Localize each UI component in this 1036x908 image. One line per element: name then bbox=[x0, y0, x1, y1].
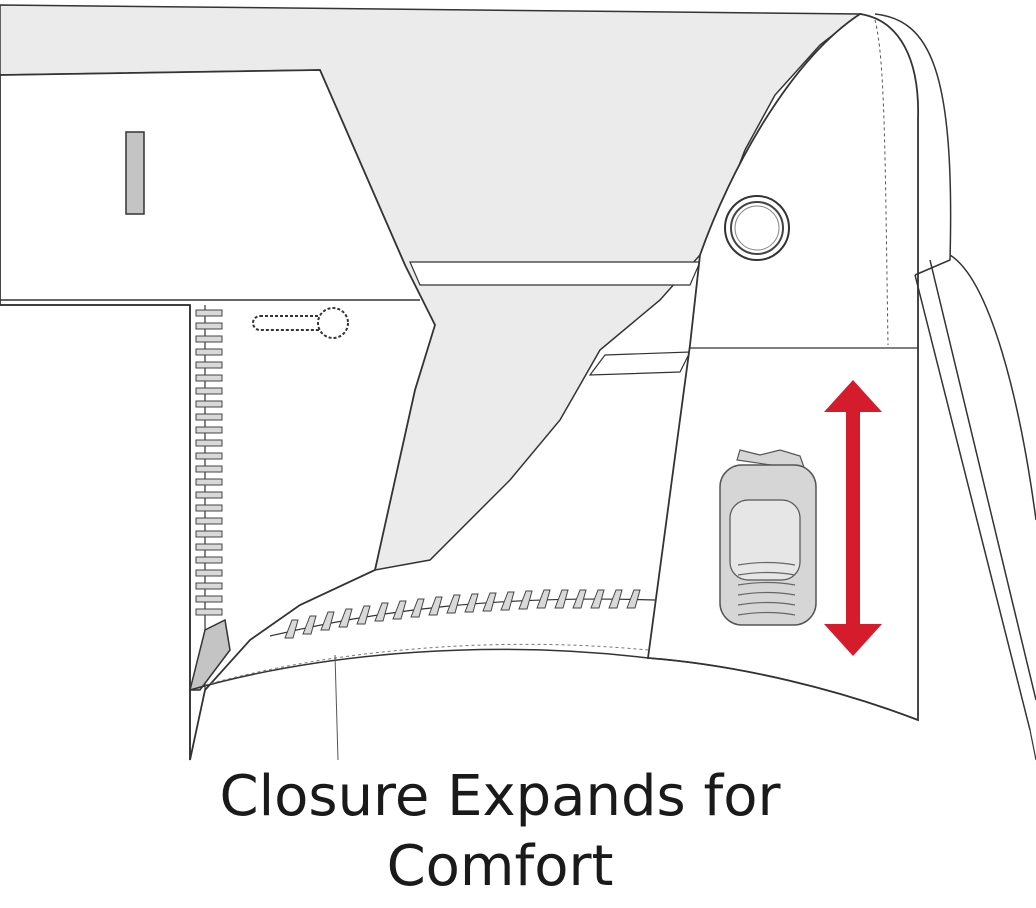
right-seam bbox=[1029, 729, 1036, 761]
center-seam bbox=[334, 654, 339, 761]
back-waistband-outline bbox=[949, 254, 1036, 521]
inner-band-upper bbox=[409, 261, 701, 286]
back-waistband bbox=[874, 13, 1036, 731]
caption-line-1: Closure Expands for bbox=[219, 764, 781, 829]
waistband-closure-illustration bbox=[0, 4, 1036, 761]
caption-line-2: Comfort bbox=[386, 834, 614, 899]
inner-band-lower bbox=[588, 351, 691, 376]
horizontal-zipper bbox=[269, 589, 656, 639]
caption: Closure Expands for Comfort bbox=[0, 762, 1000, 902]
button-icon bbox=[724, 195, 790, 261]
adjuster-tab-icon bbox=[719, 449, 817, 626]
belt-loop bbox=[125, 131, 145, 215]
double-headed-vertical-arrow-icon bbox=[824, 380, 882, 656]
zipper-pull-icon bbox=[252, 307, 349, 339]
vertical-zipper bbox=[189, 305, 231, 691]
lower-waistband-curve bbox=[189, 648, 919, 721]
tab-top-stitch bbox=[874, 19, 889, 346]
lower-waistband-stitch bbox=[204, 643, 649, 686]
